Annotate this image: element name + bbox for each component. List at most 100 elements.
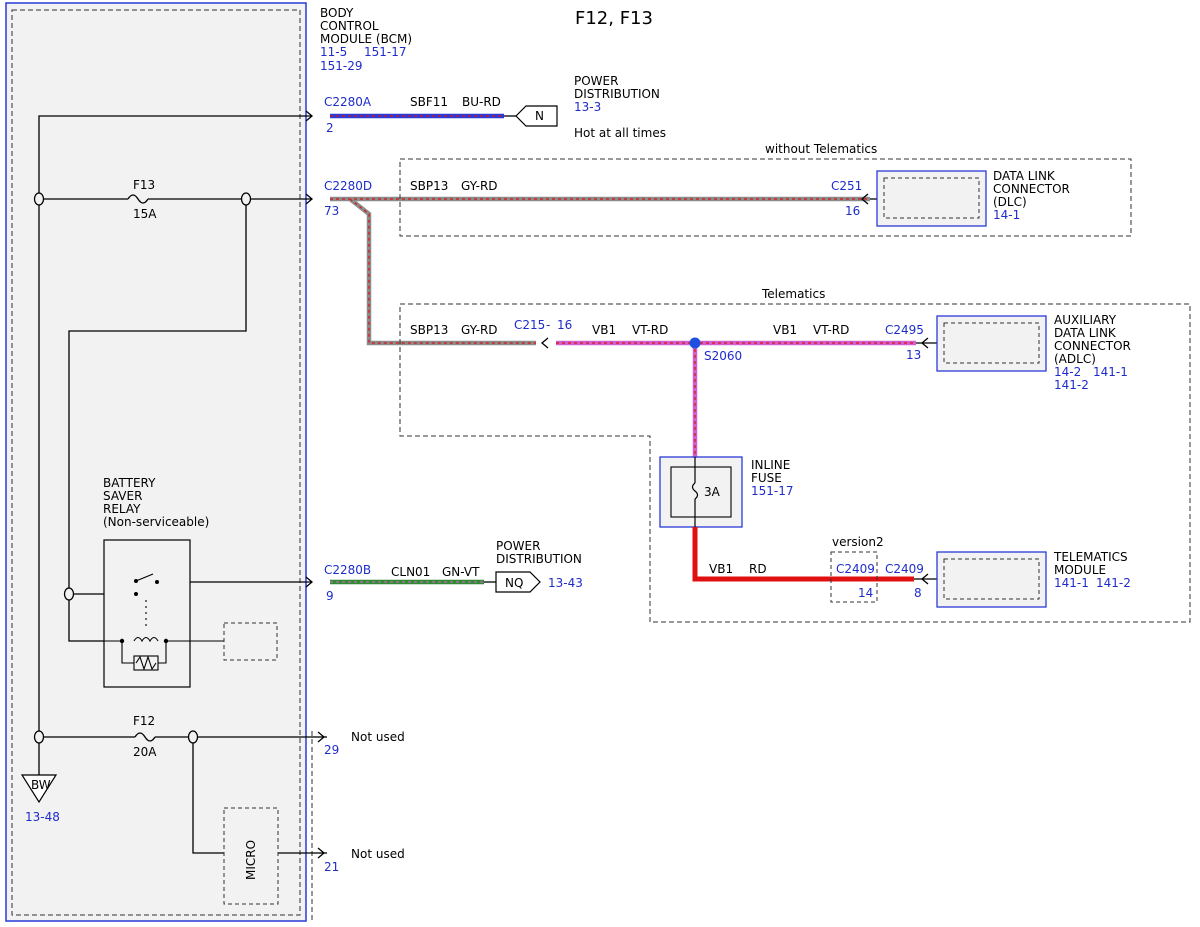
inline-fuse-label-line-1: INLINE xyxy=(751,458,790,472)
power-dist-2-label-line-2: DISTRIBUTION xyxy=(496,552,582,566)
power-dist-2-label-line-1: POWER xyxy=(496,539,540,553)
dlc-label-line-2: CONNECTOR xyxy=(993,182,1070,196)
c2280a-color: BU-RD xyxy=(462,95,501,109)
dlc-label-line-3: (DLC) xyxy=(993,195,1027,209)
c2280d-circuit: SBP13 xyxy=(410,179,448,193)
c2409-arrow xyxy=(920,573,929,585)
adlc-ref: 141-1 xyxy=(1093,365,1128,379)
relay-label-line-2: SAVER xyxy=(103,489,142,503)
power-dist-2-ref: 13-43 xyxy=(548,576,583,590)
bcm-outline xyxy=(5,2,307,922)
adlc-label-line-3: CONNECTOR xyxy=(1054,339,1131,353)
telematics-module-ref: 141-2 xyxy=(1096,576,1131,590)
wire-vb1-vt-rd xyxy=(556,340,916,457)
dlc-label-line-1: DATA LINK xyxy=(993,169,1056,183)
ground-ref: 13-48 xyxy=(25,810,60,824)
c215-pin: 16 xyxy=(557,318,572,332)
c2495-arrow xyxy=(920,337,929,349)
c251-name: C251 xyxy=(831,179,862,193)
pin-29: 29 xyxy=(324,743,339,757)
without-telematics-label: without Telematics xyxy=(765,142,877,156)
dlc-box xyxy=(876,170,987,227)
c251-arrow xyxy=(860,193,869,205)
telematics-module-box xyxy=(936,551,1047,608)
bcm-ref: 151-29 xyxy=(320,59,363,73)
ground-symbol xyxy=(20,774,58,804)
bcm-label-line-2: CONTROL xyxy=(320,19,379,33)
power-dist-1-note: Hot at all times xyxy=(574,126,666,140)
telematics-box xyxy=(399,303,1191,623)
bcm-inner-outline xyxy=(11,9,301,916)
tel-rd-color: RD xyxy=(749,562,767,576)
adlc-inner xyxy=(943,322,1040,364)
power-node-n-label: N xyxy=(535,109,544,123)
bcm-ref: 151-17 xyxy=(364,45,407,59)
c215-separator: - xyxy=(546,318,550,332)
battery-saver-relay xyxy=(103,539,224,688)
bcm-junctions xyxy=(33,192,252,744)
c2495-pin: 13 xyxy=(906,348,921,362)
c2280b-circuit: CLN01 xyxy=(391,565,430,579)
unused-pin-lines xyxy=(311,736,327,854)
ground-name: BW xyxy=(31,778,51,792)
wire-sbp13 xyxy=(330,196,870,346)
tel-left-color: GY-RD xyxy=(461,323,498,337)
adlc-ref: 14-2 xyxy=(1054,365,1081,379)
tel-left-circuit: SBP13 xyxy=(410,323,448,337)
c2280b-name: C2280B xyxy=(324,563,371,577)
adlc-label-line-1: AUXILIARY xyxy=(1054,313,1117,327)
pin-21: 21 xyxy=(324,860,339,874)
c2409-alt-name: C2409 xyxy=(836,562,875,576)
c251-pin: 16 xyxy=(845,204,860,218)
dlc-ref: 14-1 xyxy=(993,208,1020,222)
micro-label: MICRO xyxy=(244,840,258,880)
c2409-alt-pin: 14 xyxy=(858,586,873,600)
splice-label: S2060 xyxy=(704,349,742,363)
bcm-pin-arrows xyxy=(305,110,326,859)
inline-fuse-box xyxy=(659,456,743,528)
inline-fuse-label-line-2: FUSE xyxy=(751,471,782,485)
c2409-pin: 8 xyxy=(914,586,922,600)
fuse-f13-name: F13 xyxy=(133,178,155,192)
adlc-ref: 141-2 xyxy=(1054,378,1089,392)
c2280a-circuit: SBF11 xyxy=(410,95,448,109)
micro-box xyxy=(223,807,279,905)
relay-control-box xyxy=(223,622,278,661)
inline-fuse-symbol xyxy=(691,482,699,500)
adlc-label-line-4: (ADLC) xyxy=(1054,352,1096,366)
power-dist-1-label-line-2: DISTRIBUTION xyxy=(574,87,660,101)
power-dist-1-ref: 13-3 xyxy=(574,100,601,114)
c2280d-pin: 73 xyxy=(324,204,339,218)
bcm-label-line-1: BODY xyxy=(320,6,354,20)
inline-fuse-ref: 151-17 xyxy=(751,484,794,498)
c215-arrow xyxy=(540,337,549,349)
power-node-n xyxy=(515,105,558,127)
fuse-f12-name: F12 xyxy=(133,714,155,728)
version2-box xyxy=(830,551,878,603)
relay-label-line-1: BATTERY xyxy=(103,476,156,490)
bcm-label-line-3: MODULE (BCM) xyxy=(320,32,412,46)
power-node-nq-label: NQ xyxy=(505,576,523,590)
fuse-f12-rating: 20A xyxy=(133,745,157,759)
tel-right-circuit: VB1 xyxy=(773,323,797,337)
relay-label-line-4: (Non-serviceable) xyxy=(103,515,209,529)
tel-mid-circuit: VB1 xyxy=(592,323,616,337)
tel-mid-color: VT-RD xyxy=(632,323,668,337)
telematics-label: Telematics xyxy=(761,287,825,301)
c2280b-color: GN-VT xyxy=(442,565,480,579)
c2280a-pin: 2 xyxy=(326,121,334,135)
inline-fuse-inner xyxy=(670,466,732,518)
diagram-title: F12, F13 xyxy=(575,8,653,29)
fuse-f13-rating: 15A xyxy=(133,207,157,221)
dlc-inner xyxy=(883,177,980,219)
c2280d-name: C2280D xyxy=(324,179,372,193)
pin-29-note: Not used xyxy=(351,730,405,744)
without-telematics-box xyxy=(399,158,1132,237)
splice-s2060 xyxy=(689,337,701,349)
c2280b-pin: 9 xyxy=(326,589,334,603)
power-node-nq xyxy=(495,571,541,593)
wire-vb1-rd xyxy=(692,527,914,582)
c2280d-color: GY-RD xyxy=(461,179,498,193)
telematics-module-label-line-1: TELEMATICS xyxy=(1053,550,1128,564)
adlc-label-line-2: DATA LINK xyxy=(1054,326,1117,340)
